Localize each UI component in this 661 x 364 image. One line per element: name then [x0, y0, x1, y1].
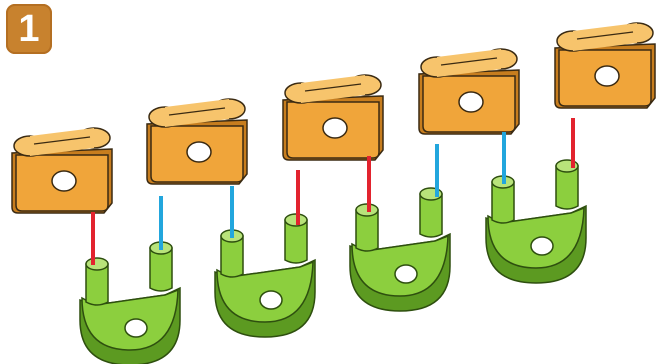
beam-hole — [187, 142, 211, 162]
connector-hole — [531, 237, 553, 255]
connector-peg-left-top — [86, 258, 108, 270]
beam-hole — [323, 118, 347, 138]
connector-4 — [486, 160, 586, 283]
beam-1 — [12, 128, 112, 213]
beam-hole — [459, 92, 483, 112]
connector-hole — [260, 291, 282, 309]
connector-hole — [395, 265, 417, 283]
connector-hole — [125, 319, 147, 337]
beam-2 — [147, 99, 247, 184]
connector-3 — [350, 188, 450, 311]
beam-hole — [52, 171, 76, 191]
beam-3 — [283, 75, 383, 160]
beam-5 — [555, 23, 655, 108]
beam-4 — [419, 49, 519, 134]
beam-hole — [595, 66, 619, 86]
